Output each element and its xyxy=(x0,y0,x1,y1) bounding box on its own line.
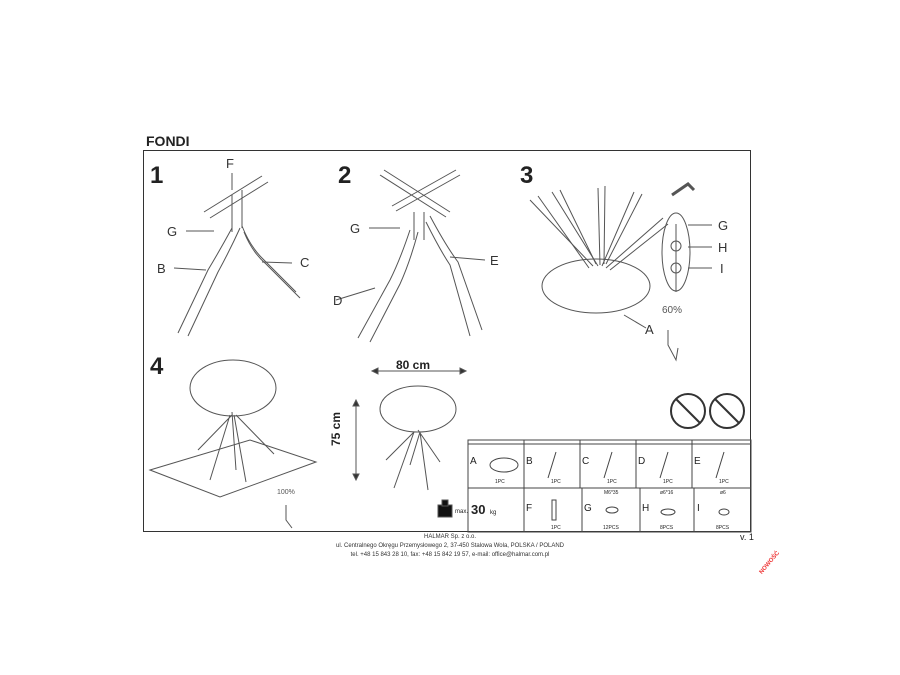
part-g-letter: G xyxy=(584,503,592,514)
step3-label-g: G xyxy=(718,218,729,233)
step3-label-a: A xyxy=(645,322,654,337)
step3-torque-percent: 60% xyxy=(662,305,683,316)
step3-drawing xyxy=(529,182,712,362)
version-label: v. 1 xyxy=(740,532,754,542)
step2-drawing xyxy=(335,169,486,343)
max-load-value: 30 xyxy=(471,502,486,517)
part-b-qty: 1PC xyxy=(551,479,561,485)
step4-drawing xyxy=(148,359,318,529)
step1-label-c: C xyxy=(300,255,310,270)
parts-table-grid xyxy=(467,439,752,533)
step2-label-g: G xyxy=(350,221,361,236)
part-i-letter: I xyxy=(697,503,700,514)
part-b-letter: B xyxy=(526,456,533,467)
weight-icon xyxy=(437,499,453,518)
step2-label-e: E xyxy=(490,253,499,268)
step-number-4: 4 xyxy=(150,353,164,380)
part-h-spec: ø6*16 xyxy=(660,490,674,496)
step3-label-i: I xyxy=(720,261,724,276)
step3-label-h: H xyxy=(718,240,728,255)
part-g-qty: 12PCS xyxy=(603,525,619,531)
part-d-qty: 1PC xyxy=(663,479,673,485)
footer-address: ul. Centralnego Okręgu Przemysłowego 2, … xyxy=(335,543,564,549)
step1-drawing xyxy=(173,173,301,337)
part-c-qty: 1PC xyxy=(607,479,617,485)
height-dimension: 75 cm xyxy=(329,411,343,446)
step1-label-b: B xyxy=(157,261,166,276)
part-i-qty: 8PCS xyxy=(716,525,730,531)
part-a-letter: A xyxy=(470,456,477,467)
instruction-frame xyxy=(143,150,751,532)
footer-company: HALMAR Sp. z o.o. xyxy=(423,534,477,540)
part-e-qty: 1PC xyxy=(719,479,729,485)
part-c-letter: C xyxy=(582,456,590,467)
width-dimension: 80 cm xyxy=(396,358,431,372)
footer: HALMAR Sp. z o.o. ul. Centralnego Okręgu… xyxy=(250,533,650,560)
dimension-drawing xyxy=(352,367,468,491)
max-load-unit: kg xyxy=(490,510,497,516)
footer-contact: tel. +48 15 843 28 10, fax: +48 15 842 1… xyxy=(350,552,550,558)
warning-no-climb-icon xyxy=(709,393,745,429)
step-number-2: 2 xyxy=(338,162,352,189)
warning-no-stand-on-table-icon xyxy=(670,393,706,429)
part-a-qty: 1PC xyxy=(495,479,505,485)
part-f-qty: 1PC xyxy=(551,525,561,531)
step4-torque-percent: 100% xyxy=(277,489,295,496)
part-h-letter: H xyxy=(642,503,650,514)
step1-label-f: F xyxy=(226,156,234,171)
part-i-spec: ø6 xyxy=(720,490,726,496)
part-d-letter: D xyxy=(638,456,646,467)
step1-label-g: G xyxy=(167,224,178,239)
max-load-label: max. xyxy=(455,509,469,515)
part-g-spec: M6*35 xyxy=(604,490,619,496)
part-f-letter: F xyxy=(526,503,533,514)
part-h-qty: 8PCS xyxy=(660,525,674,531)
step2-label-d: D xyxy=(333,293,343,308)
step-number-3: 3 xyxy=(520,162,534,189)
step-number-1: 1 xyxy=(150,162,164,189)
document-title: FONDI xyxy=(146,133,190,149)
part-e-letter: E xyxy=(694,456,701,467)
